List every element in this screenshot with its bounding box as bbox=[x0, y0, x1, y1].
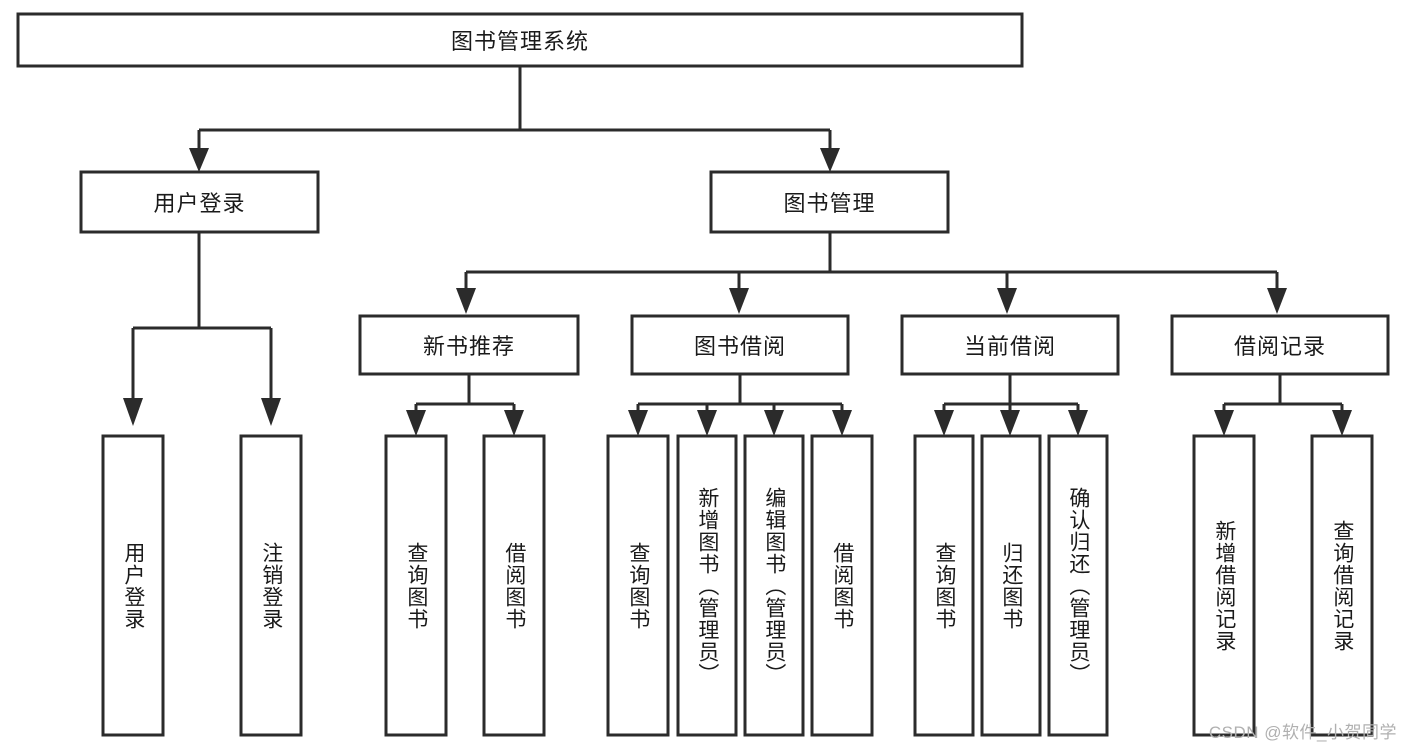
leaf-box-add-borrow-record[interactable] bbox=[1192, 434, 1256, 737]
leaf-box-query-borrow-record[interactable] bbox=[1310, 434, 1374, 737]
node-new-book-recommend-box[interactable] bbox=[358, 314, 580, 376]
connector-borrow-record-to-leaves bbox=[1222, 374, 1344, 414]
arrow-current-borrow-leaf-3 bbox=[1068, 410, 1088, 436]
arrow-to-book-borrow bbox=[729, 288, 749, 314]
connector-user-login-to-leaves bbox=[131, 232, 273, 400]
connector-new-book-recommend-to-leaves bbox=[414, 374, 516, 414]
leaf-box-query-book-2[interactable] bbox=[606, 434, 670, 737]
arrow-book-borrow-leaf-2 bbox=[697, 410, 717, 436]
leaf-box-edit-book-admin[interactable] bbox=[743, 434, 805, 737]
node-user-login-box[interactable] bbox=[79, 170, 320, 234]
arrow-book-borrow-leaf-3 bbox=[764, 410, 784, 436]
leaf-box-add-book-admin[interactable] bbox=[676, 434, 738, 737]
node-book-borrow-box[interactable] bbox=[630, 314, 850, 376]
connector-book-borrow-to-leaves bbox=[636, 374, 844, 414]
arrow-to-new-book-recommend bbox=[456, 288, 476, 314]
arrow-borrow-record-leaf-2 bbox=[1332, 410, 1352, 436]
leaf-box-confirm-return-admin[interactable] bbox=[1047, 434, 1109, 737]
csdn-watermark: CSDN @软件_小贺同学 bbox=[1208, 723, 1397, 742]
node-book-manage-box[interactable] bbox=[709, 170, 950, 234]
arrow-current-borrow-leaf-1 bbox=[934, 410, 954, 436]
arrow-book-borrow-leaf-4 bbox=[832, 410, 852, 436]
connector-root-to-level2 bbox=[197, 66, 832, 150]
leaf-box-return-book[interactable] bbox=[980, 434, 1042, 737]
arrow-to-book-manage bbox=[820, 148, 840, 172]
arrow-to-current-borrow bbox=[997, 288, 1017, 314]
arrow-book-borrow-leaf-1 bbox=[628, 410, 648, 436]
arrow-new-book-leaf-2 bbox=[504, 410, 524, 436]
arrow-user-login-leaf-1 bbox=[123, 398, 143, 426]
connector-book-manage-to-level3 bbox=[464, 232, 1279, 290]
arrow-new-book-leaf-1 bbox=[406, 410, 426, 436]
leaf-box-logout[interactable] bbox=[239, 434, 303, 737]
arrow-current-borrow-leaf-2 bbox=[1000, 410, 1020, 436]
connector-current-borrow-to-leaves bbox=[942, 374, 1080, 414]
leaf-box-borrow-book-2[interactable] bbox=[810, 434, 874, 737]
leaf-box-query-book-1[interactable] bbox=[384, 434, 448, 737]
arrow-to-borrow-record bbox=[1267, 288, 1287, 314]
node-current-borrow-box[interactable] bbox=[900, 314, 1120, 376]
leaf-box-query-book-3[interactable] bbox=[913, 434, 975, 737]
node-borrow-record-box[interactable] bbox=[1170, 314, 1390, 376]
leaf-box-user-login[interactable] bbox=[101, 434, 165, 737]
arrow-borrow-record-leaf-1 bbox=[1214, 410, 1234, 436]
arrow-user-login-leaf-2 bbox=[261, 398, 281, 426]
node-root-box[interactable] bbox=[16, 12, 1024, 68]
leaf-box-borrow-book-1[interactable] bbox=[482, 434, 546, 737]
arrow-to-user-login bbox=[189, 148, 209, 172]
